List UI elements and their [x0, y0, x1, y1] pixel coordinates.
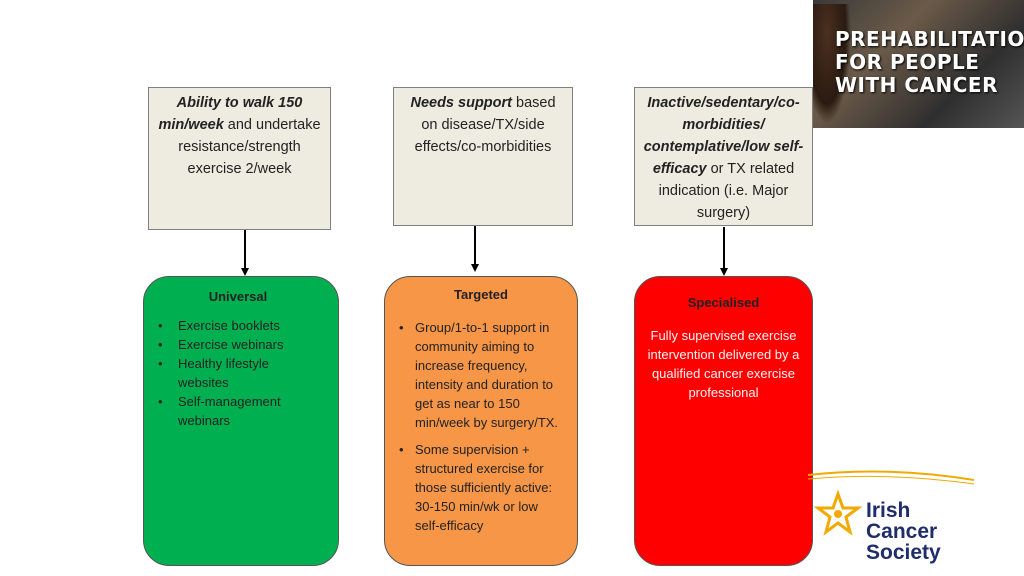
list-item: Exercise webinars — [158, 335, 324, 354]
list-item: Self-management webinars — [158, 392, 324, 430]
criteria-box-specialised: Inactive/sedentary/co-morbidities/ conte… — [634, 87, 813, 226]
universal-list: Exercise booklets Exercise webinars Heal… — [158, 316, 324, 430]
arrow-middle-head — [471, 264, 479, 272]
criteria-text: based on disease/TX/side effects/co-morb… — [414, 95, 556, 155]
card-title: Specialised — [687, 295, 760, 310]
logo-text: Irish Cancer Society — [866, 499, 941, 564]
banner-text: PREHABILITATION FOR PEOPLE WITH CANCER — [835, 27, 1024, 97]
arrow-left-head — [241, 268, 249, 276]
prehab-banner-image: PREHABILITATION FOR PEOPLE WITH CANCER — [813, 0, 1024, 128]
card-title: Targeted — [454, 287, 508, 302]
criteria-bold: Inactive/sedentary/co-morbidities/ conte… — [643, 95, 804, 177]
targeted-card: Targeted Group/1-to-1 support in communi… — [384, 276, 578, 566]
irish-cancer-society-logo-icon — [808, 470, 975, 536]
criteria-text: or TX related indication (i.e. Major sur… — [658, 161, 795, 221]
criteria-bold: Needs support — [410, 95, 512, 111]
list-item: Healthy lifestyle websites — [158, 354, 324, 392]
card-title: Universal — [208, 289, 268, 304]
criteria-box-targeted: Needs support based on disease/TX/side e… — [393, 87, 573, 226]
targeted-list: Group/1-to-1 support in community aiming… — [397, 318, 565, 535]
list-item: Some supervision + structured exercise f… — [397, 440, 565, 535]
specialised-text: Fully supervised exercise intervention d… — [647, 328, 800, 400]
arrow-right-head — [720, 268, 728, 276]
list-item: Group/1-to-1 support in community aiming… — [397, 318, 565, 432]
person-figure — [813, 4, 851, 124]
arrow-right — [723, 227, 725, 268]
criteria-text: and undertake resistance/strength exerci… — [178, 117, 321, 177]
arrow-middle — [474, 226, 476, 264]
specialised-card: Specialised Fully supervised exercise in… — [634, 276, 813, 566]
criteria-bold: Ability to walk 150 min/week — [158, 95, 303, 133]
list-item: Exercise booklets — [158, 316, 324, 335]
universal-card: Universal Exercise booklets Exercise web… — [143, 276, 339, 566]
arrow-left — [244, 230, 246, 268]
criteria-box-universal: Ability to walk 150 min/week and underta… — [148, 87, 331, 230]
